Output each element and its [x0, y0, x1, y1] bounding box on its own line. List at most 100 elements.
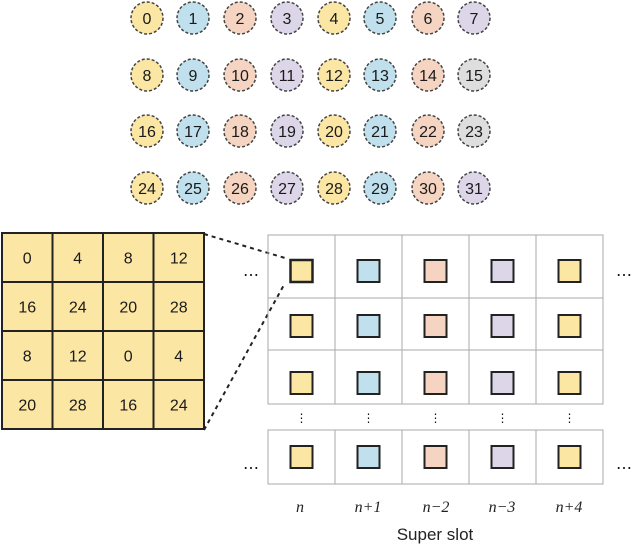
slot-circle-22	[411, 114, 445, 148]
slot-table-last-row	[267, 429, 604, 485]
slot-circle-label: 23	[465, 124, 483, 141]
slot-labels: n n+1 n−2 n−3 n+4 Super slot	[296, 499, 582, 544]
slot-square	[289, 314, 314, 338]
slot-circle-label: 15	[465, 68, 483, 85]
slot-circle-16	[130, 114, 164, 148]
grid-cell	[152, 281, 205, 332]
slot-circle-label: 28	[325, 181, 343, 198]
slot-circle-26	[223, 171, 257, 205]
slot-square	[557, 445, 582, 469]
grid-cell-value: 12	[69, 349, 87, 366]
grid-cell-value: 12	[170, 251, 188, 268]
slot-circle-24	[130, 171, 164, 205]
slot-circle-13	[363, 58, 397, 92]
slot-circle-28	[317, 171, 351, 205]
slot-square	[356, 259, 381, 283]
slot-circle-label: 16	[138, 124, 156, 141]
vertical-ellipsis: ⋮	[497, 411, 509, 425]
grid-cell	[102, 379, 155, 430]
slot-circle-label: 31	[465, 181, 483, 198]
slot-square	[423, 314, 448, 338]
slot-circle-18	[223, 114, 257, 148]
slot-circle-label: 21	[371, 124, 389, 141]
slot-circle-label: 29	[371, 181, 389, 198]
connector-bottom	[203, 282, 286, 431]
slot-circle-20	[317, 114, 351, 148]
slot-circle-label: 22	[419, 124, 437, 141]
grid-cell-value: 4	[73, 251, 82, 268]
slot-circle-14	[411, 58, 445, 92]
grid-cell-value: 16	[18, 300, 36, 317]
slot-square	[490, 259, 515, 283]
grid-cell	[152, 232, 205, 283]
ellipsis-right: …	[616, 454, 632, 473]
slot-circle-label: 26	[231, 181, 249, 198]
column-label-n-minus-2: n−2	[423, 499, 450, 516]
column-label-n: n	[296, 499, 304, 516]
slot-circle-10	[223, 58, 257, 92]
zoomed-slot-square	[289, 258, 314, 284]
slot-square	[423, 371, 448, 395]
slot-circle-label: 17	[184, 124, 202, 141]
vertical-ellipsis: ⋮	[430, 411, 442, 425]
slot-circle-label: 2	[236, 11, 245, 28]
grid-cell-value: 0	[23, 251, 32, 268]
grid-cell-value: 20	[18, 398, 36, 415]
slot-circle-2	[223, 1, 257, 35]
slot-circle-15	[457, 58, 491, 92]
slot-circle-25	[176, 171, 210, 205]
slot-square	[356, 314, 381, 338]
ellipsis-right: …	[616, 261, 632, 280]
slot-table: …………⋮⋮⋮⋮⋮	[243, 234, 632, 485]
grid-cell-value: 28	[69, 398, 87, 415]
slot-circle-label: 14	[419, 68, 437, 85]
grid-cell	[51, 379, 104, 430]
slot-square	[289, 371, 314, 395]
grid-cell-value: 24	[170, 398, 188, 415]
slot-circle-label: 18	[231, 124, 249, 141]
vertical-ellipsis: ⋮	[296, 411, 308, 425]
slot-circle-27	[270, 171, 304, 205]
column-label-n-minus-3: n−3	[489, 499, 516, 516]
zoom-connectors	[203, 233, 286, 431]
slot-circle-9	[176, 58, 210, 92]
grid-cell-value: 0	[124, 349, 133, 366]
slot-circle-30	[411, 171, 445, 205]
slot-square	[557, 314, 582, 338]
ellipsis-left: …	[243, 261, 259, 280]
slot-square	[423, 259, 448, 283]
slot-circle-label: 30	[419, 181, 437, 198]
slot-circle-29	[363, 171, 397, 205]
slot-circle-label: 5	[376, 11, 385, 28]
column-label-n-plus-1: n+1	[355, 499, 382, 516]
slot-circle-1	[176, 1, 210, 35]
slot-circle-0	[130, 1, 164, 35]
slot-square	[289, 259, 314, 283]
slot-circle-17	[176, 114, 210, 148]
slot-square	[289, 445, 314, 469]
slot-circle-label: 12	[325, 68, 343, 85]
slot-circle-label: 1	[189, 11, 198, 28]
grid-cell	[152, 379, 205, 430]
slot-circle-8	[130, 58, 164, 92]
slot-square	[490, 314, 515, 338]
slot-circle-label: 9	[189, 68, 198, 85]
slot-square	[423, 445, 448, 469]
slot-square	[557, 259, 582, 283]
grid-cell-value: 16	[119, 398, 137, 415]
slot-circle-label: 24	[138, 181, 156, 198]
slot-square	[557, 371, 582, 395]
slot-circle-7	[457, 1, 491, 35]
slot-square	[356, 445, 381, 469]
slot-circle-12	[317, 58, 351, 92]
slot-circle-label: 13	[371, 68, 389, 85]
slot-circle-3	[270, 1, 304, 35]
column-label-n-plus-4: n+4	[556, 499, 583, 516]
slot-circle-31	[457, 171, 491, 205]
slot-circle-label: 0	[143, 11, 152, 28]
connector-top	[203, 233, 286, 259]
slot-square	[490, 445, 515, 469]
